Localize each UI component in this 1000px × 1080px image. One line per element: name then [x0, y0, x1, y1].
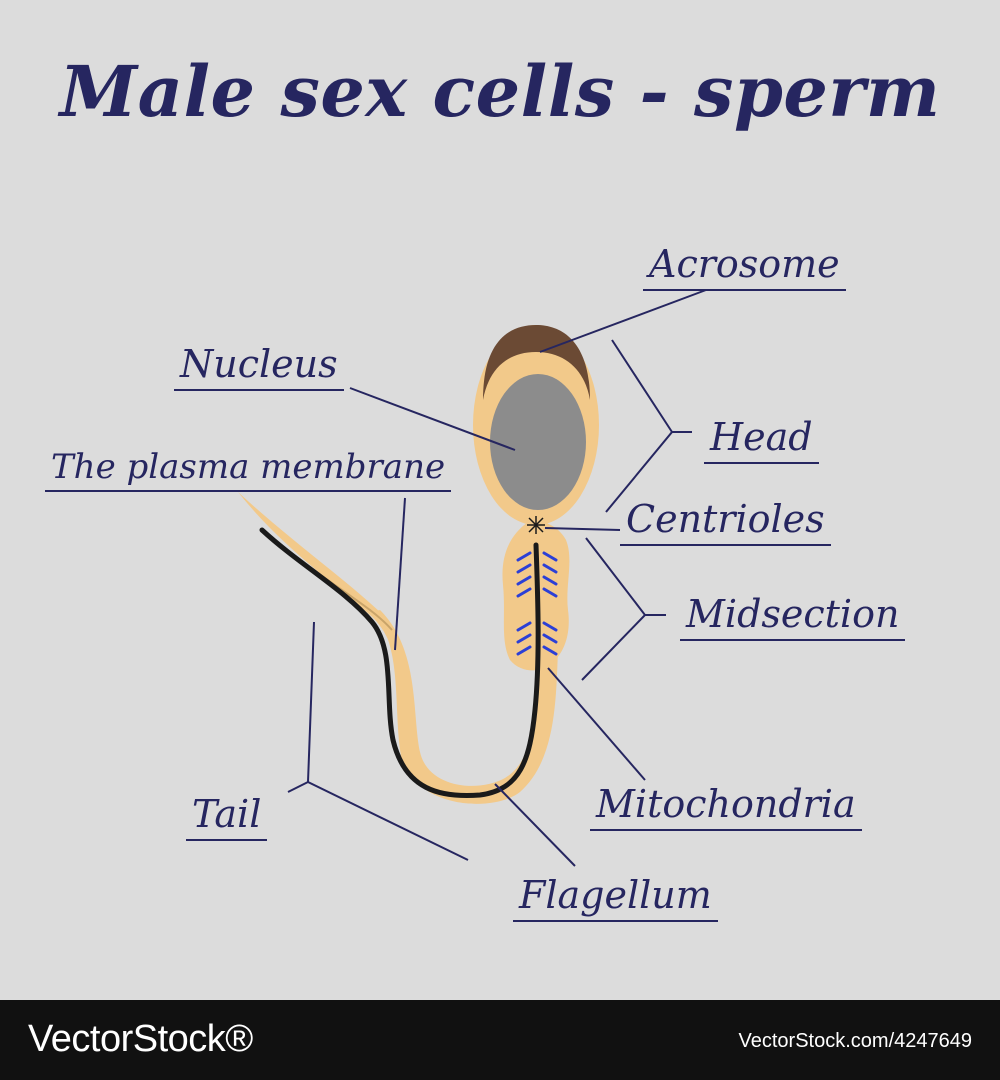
nucleus-leader [349, 387, 516, 451]
plasma-membrane-label: The plasma membrane [45, 450, 452, 492]
footer-image-id: VectorStock.com/4247649 [738, 1030, 972, 1052]
tail-leader [287, 781, 309, 793]
head-label: Head [704, 418, 819, 464]
midsection-label: Midsection [680, 595, 906, 641]
mitochondria-shape [516, 551, 558, 656]
flagellum-leader [494, 783, 576, 867]
acrosome-label: Acrosome [643, 245, 846, 291]
flagellum-shape [259, 527, 541, 799]
mitochondria-leader [547, 667, 646, 781]
midsection-bracket [581, 537, 647, 681]
centrioles-label: Centrioles [620, 500, 831, 546]
acrosome-leader [539, 289, 707, 353]
centrioles-leader [544, 527, 621, 531]
tail-membrane-thick [370, 610, 558, 804]
page-title: Male sex cells - sperm [59, 50, 941, 133]
centrioles-shape [527, 516, 545, 534]
nucleus-shape [490, 374, 586, 510]
plasma-leader [394, 497, 406, 651]
flagellum-label: Flagellum [513, 876, 718, 922]
tail-label: Tail [186, 795, 268, 841]
mitochondria-label: Mitochondria [590, 785, 862, 831]
leader-lines [287, 289, 707, 867]
head-bracket [605, 339, 674, 513]
footer-brand-logo: VectorStock® [28, 1018, 253, 1060]
sperm-diagram [238, 289, 707, 867]
nucleus-label: Nucleus [174, 345, 344, 391]
footer-bar: VectorStock® VectorStock.com/4247649 [0, 1000, 1000, 1080]
